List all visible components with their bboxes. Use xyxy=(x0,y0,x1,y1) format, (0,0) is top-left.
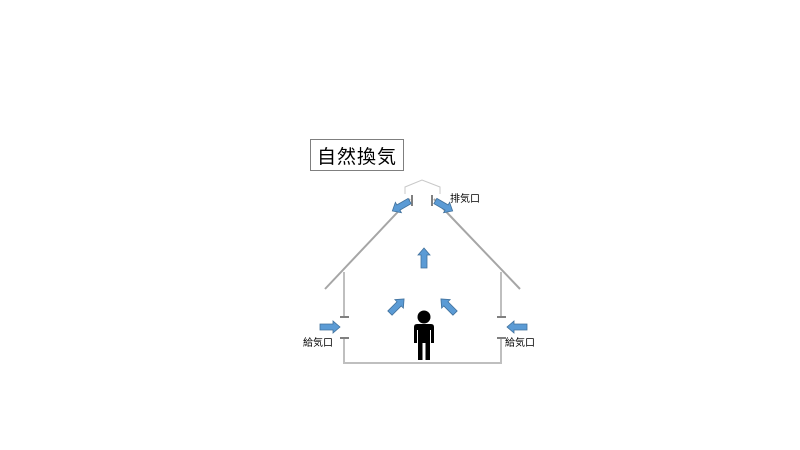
airflow-arrow-up-right xyxy=(436,294,460,318)
diagram-title: 自然換気 xyxy=(310,139,404,171)
intake-vent-right-label: 給気口 xyxy=(505,338,535,349)
intake-vent-left-label: 給気口 xyxy=(303,338,333,349)
person-icon xyxy=(414,310,434,360)
airflow-arrow-up xyxy=(417,247,431,269)
intake-arrow-left xyxy=(319,320,341,334)
airflow-arrow-up-left xyxy=(385,294,409,318)
roof-right xyxy=(433,198,521,290)
ridge-vent-cap xyxy=(404,179,441,194)
roof-left xyxy=(324,198,411,290)
exhaust-vent-label: 排気口 xyxy=(450,194,480,205)
intake-arrow-right xyxy=(506,320,528,334)
